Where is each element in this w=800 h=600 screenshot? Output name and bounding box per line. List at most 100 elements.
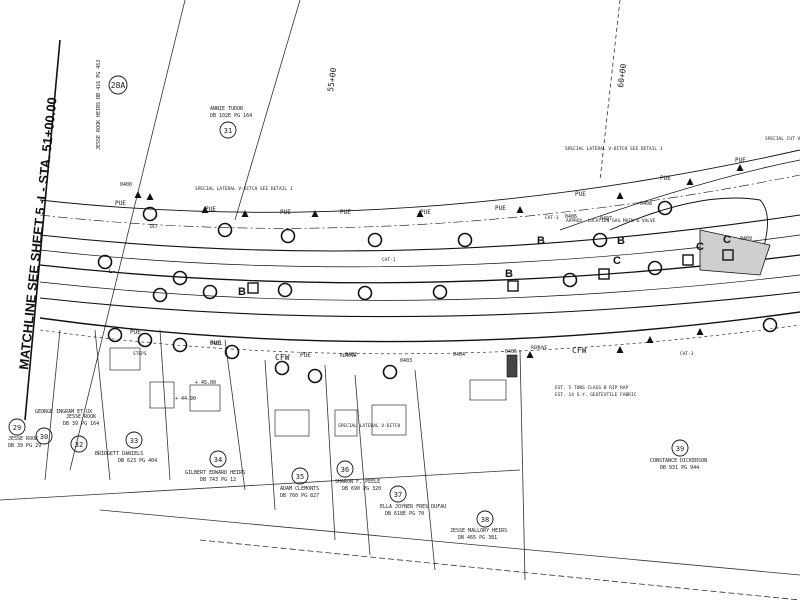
direction-arrow xyxy=(736,164,744,171)
parcel-number-circle xyxy=(389,485,407,503)
tree-symbol xyxy=(457,232,473,248)
pue-label: PUE xyxy=(660,175,671,182)
tree-symbol xyxy=(280,228,296,244)
direction-arrow xyxy=(516,206,524,213)
cat-note: CAT-1 xyxy=(680,351,694,357)
culvert-id: 0408 xyxy=(640,201,652,207)
lane-line-south xyxy=(39,274,800,301)
rear-line xyxy=(99,509,800,576)
tree-symbol xyxy=(152,287,168,303)
steps-note: STEPS xyxy=(133,351,147,357)
pue-label: PUE xyxy=(735,157,746,164)
tree-symbol xyxy=(657,200,673,216)
parcel-owner: JESSE ROOK xyxy=(66,414,96,420)
parcel-number: 36 xyxy=(341,466,349,474)
matchline-label: MATCHLINE SEE SHEET 5 -L- STA. 51+00.00 xyxy=(16,97,60,371)
geotextile-note: EST. 14 S.Y. GEOTEXTILE FABRIC xyxy=(555,392,637,398)
parcel-number: 38 xyxy=(481,516,489,524)
detail-b-label: B xyxy=(617,235,625,247)
parcel-number-circle xyxy=(476,510,494,528)
building xyxy=(469,379,507,401)
parcel-deed: DB 618E PG 70 xyxy=(385,511,424,517)
centerline xyxy=(39,254,800,284)
culvert-id: 0406 xyxy=(565,214,577,220)
pue-label: PUE xyxy=(575,191,586,198)
parcel-deed: DB 743 PG 12 xyxy=(200,477,236,483)
property-line xyxy=(94,329,111,481)
building xyxy=(371,404,407,436)
rip-rap xyxy=(506,354,518,378)
cat-note: CAT-1 xyxy=(382,257,396,263)
matchline-stroke xyxy=(24,39,61,421)
property-line xyxy=(264,359,276,511)
culvert-id: 0409 xyxy=(740,236,752,242)
property-line xyxy=(599,0,621,181)
detail-b-label: B xyxy=(238,286,246,298)
direction-arrow xyxy=(416,210,424,217)
vditch-note: SPECIAL LATERAL V-DITCH SEE DETAIL 1 xyxy=(565,146,663,152)
tree-symbol xyxy=(137,332,153,348)
drop-inlet xyxy=(507,280,519,292)
parcel-owner: SHARON F. PEELE xyxy=(335,479,380,485)
parcel-owner: GEORGE INGRAM ET UX xyxy=(35,409,92,415)
tree-symbol xyxy=(592,232,608,248)
roadway xyxy=(39,149,800,355)
ramp-curve xyxy=(609,197,768,261)
direction-arrow xyxy=(241,210,249,217)
direction-arrow xyxy=(311,210,319,217)
culvert-id: 0404 xyxy=(453,352,465,358)
parcel-number: 32 xyxy=(75,441,83,449)
parcel-deed: DB 39 PG 164 xyxy=(63,421,99,427)
tree-symbol xyxy=(432,284,448,300)
detail-c-label: C xyxy=(696,241,704,253)
building xyxy=(334,409,358,437)
detail-b-label: B xyxy=(537,235,545,247)
pue-label: PUE xyxy=(115,200,126,207)
tree-symbol xyxy=(202,284,218,300)
parcel-owner: JESSE ROOK xyxy=(8,436,38,442)
detail-b-label: B xyxy=(505,268,513,280)
tree-symbol xyxy=(172,270,188,286)
direction-arrow xyxy=(146,193,154,200)
direction-arrow xyxy=(616,192,624,199)
matchline xyxy=(24,39,61,421)
parcel-number-circle xyxy=(219,121,237,139)
tree-symbol xyxy=(357,285,373,301)
pue-label: PUE xyxy=(300,352,311,359)
vditch-note: SPECIAL LATERAL V-DITCH SEE DETAIL 1 xyxy=(195,186,293,192)
culvert-id: 0400 xyxy=(120,182,132,188)
drop-inlet xyxy=(722,249,734,261)
tree-symbol xyxy=(277,282,293,298)
pue-label: PUE xyxy=(280,209,291,216)
tree-symbol xyxy=(382,364,398,380)
tree-symbol xyxy=(274,360,290,376)
pue-line-north xyxy=(39,149,800,213)
edge-of-pavement-south xyxy=(39,291,800,318)
property-line xyxy=(234,0,301,221)
parcel-number: 37 xyxy=(394,491,402,499)
parcel-owner: ADAM CLEMONTS xyxy=(280,486,319,492)
remove-note: REMOVE xyxy=(531,345,548,351)
direction-arrow xyxy=(134,191,142,198)
parcel-number: 33 xyxy=(130,437,138,445)
parcel-deed: DB 690 PG 320 xyxy=(342,486,381,492)
parcel-number-circle xyxy=(671,439,689,457)
tree-symbol xyxy=(647,260,663,276)
parcel-owner: JESSE ROOK HEIRS DB 416 PG 463 xyxy=(96,60,102,150)
special-cut-note: SPECIAL CUT V-DITCH SEE DETAIL 1 xyxy=(765,136,800,142)
cfw-label: CFW xyxy=(572,346,587,355)
direction-arrow xyxy=(616,346,624,353)
detail-c-label: C xyxy=(723,234,731,246)
parcel-number-circle xyxy=(209,450,227,468)
direction-arrow xyxy=(646,336,654,343)
parcel-number: 29 xyxy=(13,424,21,432)
dlt-note: DLT xyxy=(150,224,158,230)
pue-label: PUE xyxy=(420,209,431,216)
culvert-id: 0407 xyxy=(600,216,612,222)
property-line xyxy=(414,369,436,571)
